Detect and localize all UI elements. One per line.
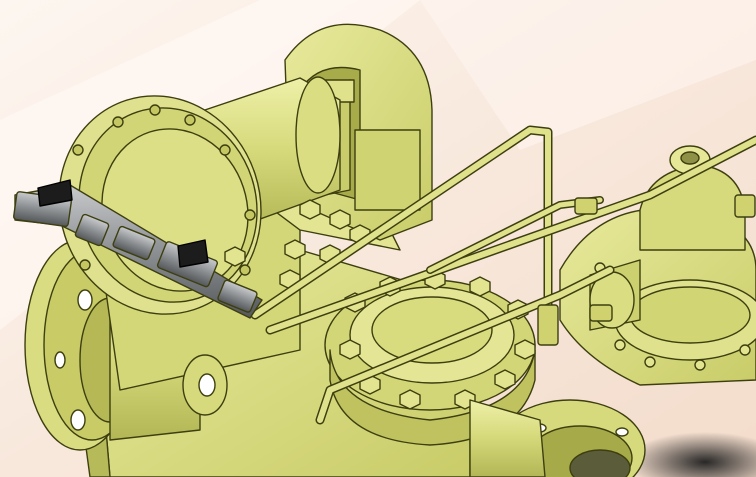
tube-fittings (537, 194, 756, 346)
pilot-bolts (594, 262, 751, 371)
steel-valve-assembly (13, 184, 263, 319)
floor-shadow (625, 432, 756, 477)
valve-handle-left (37, 179, 73, 207)
outlet-pipe (469, 399, 546, 477)
sense-tubing (250, 125, 756, 425)
top-plate-bolts (224, 199, 371, 290)
actuator-cylinder-end (295, 76, 341, 194)
valve-handle-right (177, 239, 209, 268)
background-light-band (420, 0, 756, 150)
bracket-port (182, 354, 228, 416)
yoke-lower-block (354, 129, 421, 211)
